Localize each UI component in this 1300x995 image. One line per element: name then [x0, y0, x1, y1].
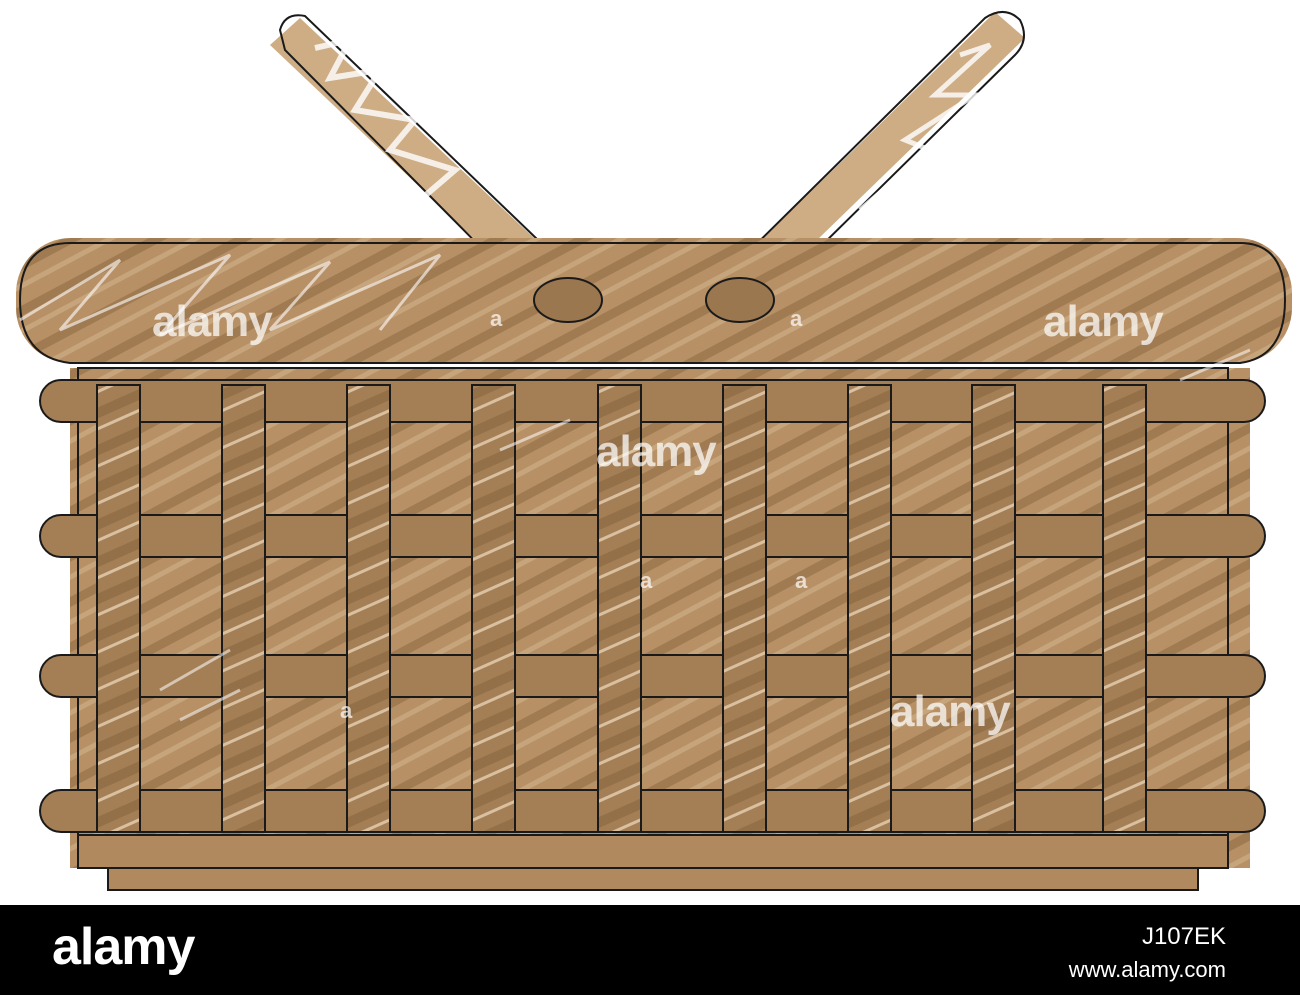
handle-pivots — [533, 277, 775, 323]
picnic-basket-illustration — [16, 11, 1292, 891]
basket-lid — [16, 238, 1292, 364]
footer-logo: alamy — [52, 918, 195, 976]
footer-url: www.alamy.com — [1068, 957, 1226, 982]
basket-body — [39, 348, 1266, 891]
image-id: J107EK — [1141, 923, 1226, 950]
footer-bar: alamy J107EK www.alamy.com — [0, 905, 1300, 995]
vertical-slats — [96, 384, 1147, 833]
